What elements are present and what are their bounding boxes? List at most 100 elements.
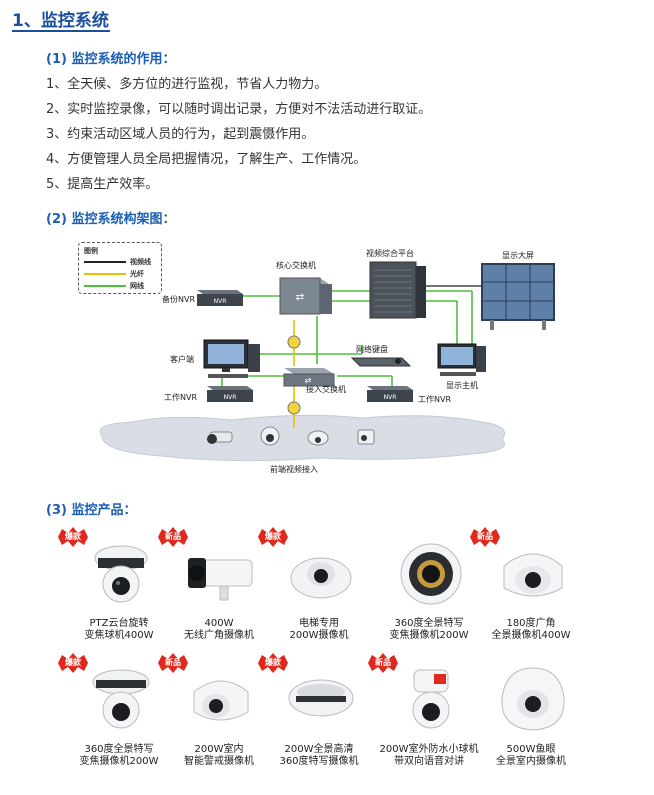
core-switch-label: 核心交换机: [276, 261, 316, 270]
diagram-legend: 图例 视频线 光纤 网线: [78, 242, 162, 294]
product-badge-text: 新品: [477, 532, 493, 541]
product-name-line1: 500W鱼眼: [506, 744, 556, 755]
product-name-line1: 180度广角: [506, 618, 556, 629]
product-card[interactable]: 爆款 电梯专用 200W摄像机: [254, 526, 384, 644]
display-host-pc-icon: [437, 343, 486, 376]
product-name-line1: 200W室内: [194, 744, 244, 755]
hot-badge-icon: [58, 653, 88, 673]
product-card[interactable]: 爆款 360度全景特写 变焦摄像机200W: [54, 652, 184, 770]
new-badge-icon: [158, 653, 188, 673]
panoramic-camera-icon: [400, 543, 462, 605]
product-badge-text: 新品: [165, 658, 181, 667]
product-name-line2: 无线广角摄像机: [184, 630, 254, 641]
legend-row-fiber: 光纤: [84, 269, 158, 279]
function-list: 1、全天候、多方位的进行监视，节省人力物力。 2、实时监控录像，可以随时调出记录…: [46, 72, 646, 197]
product-name-line1: 400W: [204, 618, 234, 629]
bullet-camera-icon: [188, 558, 253, 601]
list-item: 2、实时监控录像，可以随时调出记录，方便对不法活动进行取证。: [46, 102, 432, 117]
work-nvr-left-label: 工作NVR: [164, 393, 198, 402]
svg-text:NVR: NVR: [214, 298, 227, 305]
big-screen-label: 显示大屏: [502, 251, 534, 260]
backup-nvr-label: 备份NVR: [162, 295, 196, 304]
product-name-line1: 200W室外防水小球机: [379, 744, 479, 755]
new-badge-icon: [368, 653, 398, 673]
access-switch-label: 接入交换机: [306, 385, 346, 394]
network-keyboard-icon: [350, 357, 412, 367]
product-name-line1: 360度全景特写: [394, 618, 464, 629]
product-card[interactable]: 新品 200W室内 智能警戒摄像机: [154, 652, 284, 770]
display-host-label: 显示主机: [446, 381, 478, 390]
product-card[interactable]: 爆款 PTZ云台旋转 变焦球机400W: [54, 526, 184, 644]
product-name-line2: 360度特写摄像机: [279, 756, 359, 767]
svg-text:⇄: ⇄: [296, 292, 304, 303]
product-name-line1: 电梯专用: [299, 618, 339, 629]
indoor-camera-icon: [193, 680, 249, 721]
product-card[interactable]: 360度全景特写 变焦摄像机200W: [364, 526, 494, 644]
ptz-camera-icon: [94, 545, 148, 603]
backup-nvr-icon: NVR: [197, 290, 243, 306]
panoramic-ptz-camera-icon: [92, 669, 150, 729]
product-name-line1: 200W全景高清: [284, 744, 354, 755]
new-badge-icon: [158, 527, 188, 547]
new-badge-icon: [470, 527, 500, 547]
product-card[interactable]: 新品 400W 无线广角摄像机: [154, 526, 284, 644]
platform-cabinet-icon: [369, 261, 426, 319]
fiber-node-icon: [287, 335, 301, 349]
product-name-line2: 变焦摄像机200W: [79, 756, 159, 767]
svg-text:NVR: NVR: [224, 394, 237, 401]
product-card[interactable]: 新品 200W室外防水小球机 带双向语音对讲: [364, 652, 494, 770]
legend-title: 图例: [84, 247, 98, 255]
architecture-diagram: ⇄ NVR: [62, 236, 582, 478]
product-name-line2: 200W摄像机: [289, 630, 349, 641]
product-name-line2: 智能警戒摄像机: [184, 756, 254, 767]
front-camera-icons: [207, 426, 375, 446]
product-card[interactable]: 新品 180度广角 全景摄像机400W: [466, 526, 596, 644]
client-label: 客户端: [170, 355, 194, 364]
list-item: 4、方便管理人员全局把握情况，了解生产、工作情况。: [46, 152, 367, 167]
legend-video-label: 视频线: [130, 258, 151, 266]
work-nvr-left-icon: NVR: [207, 386, 253, 402]
fiber-node-icon: [287, 401, 301, 415]
product-name-line1: PTZ云台旋转: [89, 618, 149, 629]
legend-fiber-label: 光纤: [130, 270, 144, 278]
page-heading: 1、监控系统: [12, 11, 109, 31]
legend-row-video: 视频线: [84, 257, 158, 267]
product-name-line2: 变焦摄像机200W: [389, 630, 469, 641]
hot-badge-icon: [58, 527, 88, 547]
fisheye-dome-camera-icon: [288, 679, 354, 717]
list-item: 1、全天候、多方位的进行监视，节省人力物力。: [46, 77, 328, 92]
list-item: 3、约束活动区域人员的行为，起到震慑作用。: [46, 127, 315, 142]
list-item: 5、提高生产效率。: [46, 177, 159, 192]
product-name-line2: 全景摄像机400W: [491, 630, 571, 641]
product-badge-text: 爆款: [65, 658, 81, 667]
heading-underline: [12, 30, 110, 32]
legend-network-label: 网线: [130, 282, 144, 290]
product-badge-text: 爆款: [265, 658, 281, 667]
network-keyboard-label: 网络键盘: [356, 345, 388, 354]
svg-text:⇄: ⇄: [305, 376, 312, 385]
turret-camera-icon: [503, 553, 563, 597]
product-name-line2: 带双向语音对讲: [394, 756, 464, 767]
access-switch-icon: ⇄: [283, 368, 335, 387]
legend-row-network: 网线: [84, 281, 158, 291]
work-nvr-right-icon: NVR: [367, 386, 413, 402]
product-card[interactable]: 500W鱼眼 全景室内摄像机: [466, 652, 596, 770]
platform-label: 视频综合平台: [366, 249, 414, 258]
elevator-camera-icon: [290, 557, 352, 599]
diagram-drawing: ⇄ NVR: [99, 261, 555, 462]
work-nvr-right-label: 工作NVR: [418, 395, 452, 404]
product-badge-text: 爆款: [265, 532, 281, 541]
core-switch-icon: ⇄: [279, 277, 332, 315]
product-badge-text: 爆款: [65, 532, 81, 541]
front-end-label: 前端视频接入: [270, 465, 318, 474]
client-pc-icon: [203, 339, 260, 378]
hot-badge-icon: [258, 527, 288, 547]
outdoor-mini-ptz-icon: [412, 669, 450, 729]
product-name-line1: 360度全景特写: [84, 744, 154, 755]
video-wall-icon: [481, 263, 555, 330]
product-card[interactable]: 爆款 200W全景高清 360度特写摄像机: [254, 652, 384, 770]
product-name-line2: 变焦球机400W: [84, 630, 154, 641]
section3-title: (3) 监控产品：: [46, 503, 137, 518]
fisheye-camera-icon: [501, 667, 565, 731]
network-cloud: [99, 414, 506, 462]
